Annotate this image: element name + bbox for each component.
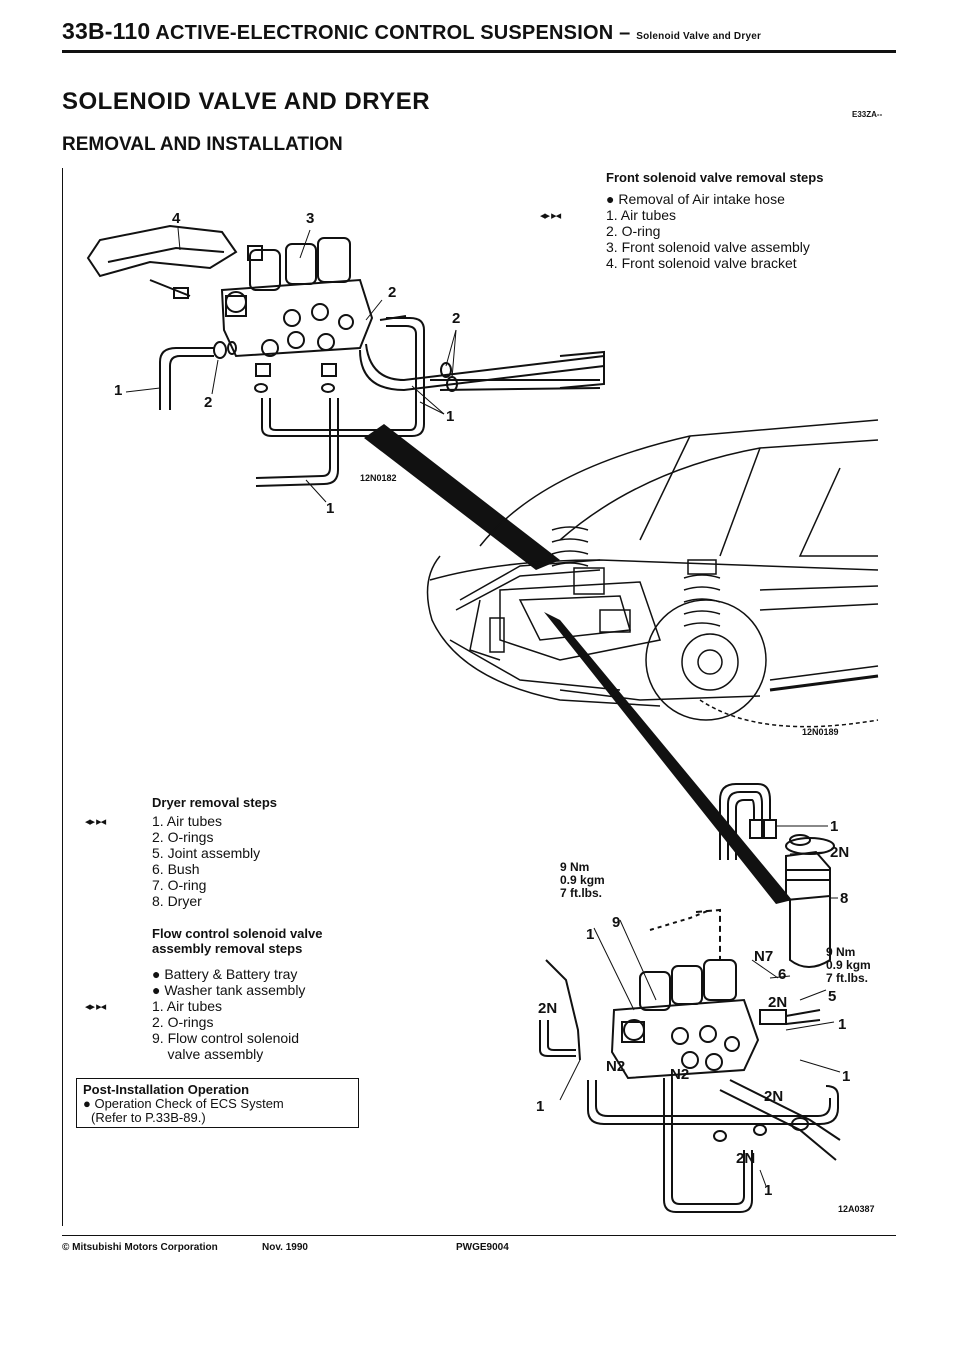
front-step-item: 1. Air tubes [606, 207, 677, 223]
front-step-item: 3. Front solenoid valve assembly [606, 239, 810, 255]
torque-spec-line: 0.9 kgm [826, 958, 871, 972]
section-subtitle: REMOVAL AND INSTALLATION [62, 134, 343, 155]
flow-steps-title-line: Flow control solenoid valve [152, 926, 323, 941]
torque-spec-left: 9 Nm 0.9 kgm 7 ft.lbs. [560, 861, 605, 900]
callout-label: 2 [388, 284, 397, 301]
front-steps-arrow-icon: ◂▸ ▸◂ [540, 210, 561, 222]
torque-spec-line: 0.9 kgm [560, 873, 605, 887]
front-step-item: ● Removal of Air intake hose [606, 191, 785, 207]
figure-code: 12A0387 [838, 1204, 875, 1214]
footer-copyright: © Mitsubishi Motors Corporation [62, 1242, 218, 1253]
callout-label: 1 [838, 1016, 847, 1033]
dryer-steps-title: Dryer removal steps [152, 795, 278, 810]
post-installation-line: (Refer to P.33B-89.) [91, 1110, 206, 1125]
torque-spec-line: 9 Nm [826, 945, 856, 959]
callout-label: 1 [830, 818, 839, 835]
post-installation-box: Post-Installation Operation ● Operation … [76, 1078, 359, 1128]
callout-label: 2N [768, 994, 788, 1011]
callout-label: 9 [612, 914, 621, 931]
front-step-item: 4. Front solenoid valve bracket [606, 255, 797, 271]
flow-step-item: ● Battery & Battery tray [152, 966, 298, 982]
page-header: 33B-110 ACTIVE-ELECTRONIC CONTROL SUSPEN… [62, 18, 761, 45]
callout-label: 2N [764, 1088, 784, 1105]
callout-label: 2N [736, 1150, 756, 1167]
dryer-step-item: 6. Bush [152, 861, 200, 877]
dryer-step-item: 7. O-ring [152, 877, 207, 893]
callout-label: 2N [830, 844, 850, 861]
callout-label: 1 [764, 1182, 773, 1199]
flow-step-item: 1. Air tubes [152, 998, 223, 1014]
callout-label: N2 [606, 1058, 626, 1075]
front-steps-title: Front solenoid valve removal steps [606, 170, 824, 185]
dryer-steps-arrow-icon: ◂▸ ▸◂ [85, 816, 106, 828]
flow-steps-title-line: assembly removal steps [152, 941, 303, 956]
front-step-item: 2. O-ring [606, 223, 661, 239]
dryer-step-item: 5. Joint assembly [152, 845, 261, 861]
callout-label: N2 [670, 1066, 690, 1083]
flow-steps-arrow-icon: ◂▸ ▸◂ [85, 1001, 106, 1013]
callout-label: 2 [204, 394, 213, 411]
flow-step-item: 2. O-rings [152, 1014, 214, 1030]
torque-spec-right: 9 Nm 0.9 kgm 7 ft.lbs. [826, 946, 871, 985]
callout-label: 8 [840, 890, 849, 907]
footer-rule [62, 1235, 896, 1236]
callout-label: N7 [754, 948, 774, 965]
footer-code: PWGE9004 [456, 1242, 509, 1253]
header-dash: – [619, 22, 631, 44]
callout-label: 5 [828, 988, 837, 1005]
callout-label: 2N [538, 1000, 558, 1017]
flow-step-item: ● Washer tank assembly [152, 982, 306, 998]
figure-code: 12N0182 [360, 473, 397, 483]
flow-step-item: valve assembly [152, 1046, 264, 1062]
header-title: ACTIVE-ELECTRONIC CONTROL SUSPENSION [155, 22, 614, 44]
torque-spec-line: 7 ft.lbs. [826, 971, 869, 985]
figure-code: 12N0189 [802, 727, 839, 737]
callout-label: 1 [114, 382, 123, 399]
dryer-steps-list: 1. Air tubes 2. O-rings 5. Joint assembl… [152, 813, 260, 909]
header-rule [62, 50, 896, 53]
front-steps-list: ● Removal of Air intake hose 1. Air tube… [606, 191, 810, 271]
callout-label: 3 [306, 210, 315, 227]
footer-date: Nov. 1990 [262, 1242, 308, 1253]
torque-spec-line: 7 ft.lbs. [560, 886, 603, 900]
callout-label: 6 [778, 966, 787, 983]
post-installation-line: ● Operation Check of ECS System [83, 1096, 284, 1111]
flow-steps-list: ● Battery & Battery tray ● Washer tank a… [152, 966, 305, 1062]
callout-label: 1 [842, 1068, 851, 1085]
section-title: SOLENOID VALVE AND DRYER [62, 88, 431, 115]
callout-label: 1 [536, 1098, 545, 1115]
section-code: E33ZA-- [852, 110, 883, 119]
header-code: 33B-110 [62, 18, 151, 44]
post-installation-title: Post-Installation Operation [83, 1082, 250, 1097]
torque-spec-line: 9 Nm [560, 860, 590, 874]
dryer-step-item: 2. O-rings [152, 829, 214, 845]
callout-label: 2 [452, 310, 461, 327]
callout-label: 1 [586, 926, 595, 943]
callout-label: 1 [326, 500, 335, 517]
left-margin-rule [62, 168, 63, 1226]
header-subtitle: Solenoid Valve and Dryer [636, 31, 762, 42]
callout-label: 1 [446, 408, 455, 425]
callout-label: 4 [172, 210, 181, 227]
dryer-step-item: 1. Air tubes [152, 813, 223, 829]
flow-steps-title: Flow control solenoid valve assembly rem… [152, 926, 322, 956]
flow-step-item: 9. Flow control solenoid [152, 1030, 300, 1046]
dryer-step-item: 8. Dryer [152, 893, 202, 909]
